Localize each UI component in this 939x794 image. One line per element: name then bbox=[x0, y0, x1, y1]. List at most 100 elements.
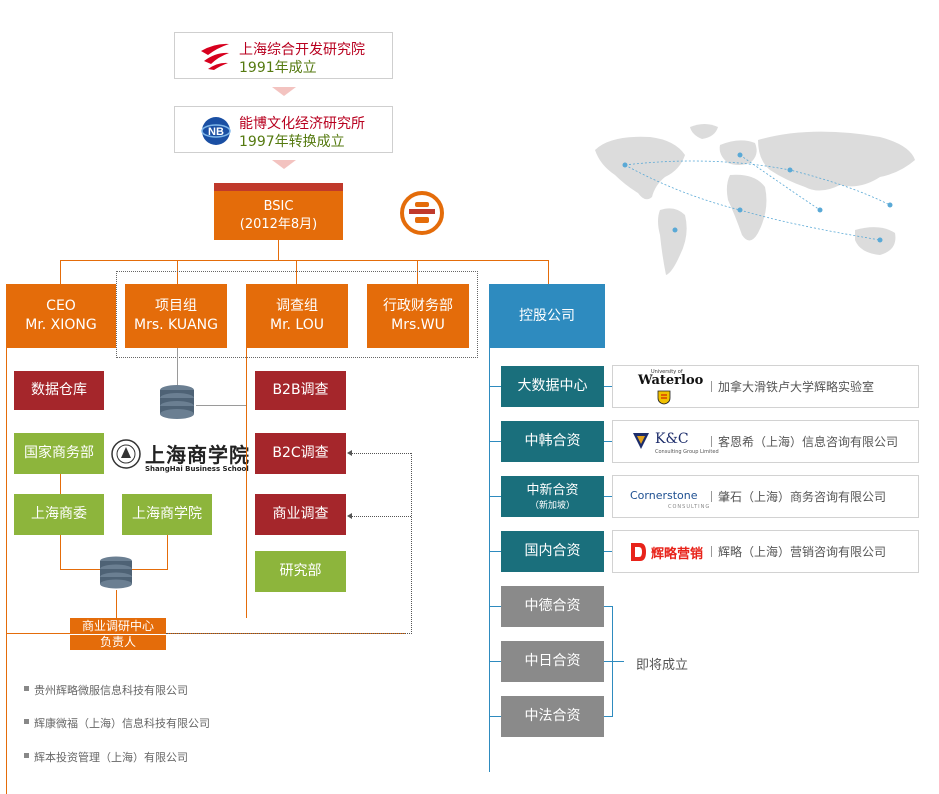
big-data-center-box: 大数据中心 bbox=[501, 366, 604, 407]
arrow-left-icon bbox=[347, 513, 352, 519]
dotted-connector bbox=[166, 633, 412, 634]
institute-name: 能博文化经济研究所 bbox=[239, 116, 365, 132]
swoosh-logo-icon bbox=[201, 43, 229, 70]
data-warehouse-box: 数据仓库 bbox=[14, 371, 104, 410]
connector-line bbox=[196, 405, 246, 406]
company-item: 辉本投资管理（上海）有限公司 bbox=[34, 751, 188, 764]
institute-name: 上海综合开发研究院 bbox=[239, 42, 365, 58]
national-commerce-box: 国家商务部 bbox=[14, 433, 104, 474]
box-label: 大数据中心 bbox=[517, 378, 588, 394]
connector-line bbox=[489, 441, 501, 442]
sh-commerce-commission-box: 上海商委 bbox=[14, 494, 104, 535]
institute-card-1997: NB 能博文化经济研究所 1997年转换成立 bbox=[174, 106, 393, 153]
pending-label: 即将成立 bbox=[636, 658, 689, 673]
chevron-down-icon bbox=[272, 87, 296, 96]
box-label: 负责人 bbox=[99, 635, 136, 649]
company-item: 贵州辉略微服信息科技有限公司 bbox=[34, 684, 188, 697]
research-center-box: 商业调研中心 bbox=[70, 618, 166, 634]
institute-year: 1997年转换成立 bbox=[239, 134, 345, 150]
connector-line bbox=[604, 551, 612, 552]
box-sublabel: （新加坡） bbox=[529, 500, 575, 511]
dept-person: Mrs. KUANG bbox=[134, 317, 218, 333]
connector-line bbox=[60, 535, 61, 569]
connector-line bbox=[489, 716, 501, 717]
connector-line bbox=[604, 606, 612, 607]
dept-title: 调查组 bbox=[276, 298, 318, 314]
connector-line bbox=[604, 661, 624, 662]
separator bbox=[711, 491, 712, 502]
holding-company-box: 控股公司 bbox=[489, 284, 605, 348]
project-group-box: 项目组 Mrs. KUANG bbox=[125, 284, 227, 348]
box-label: 上海商学院 bbox=[132, 506, 202, 522]
database-icon bbox=[100, 556, 132, 589]
survey-b2b-box: B2B调查 bbox=[255, 371, 346, 410]
connector-line bbox=[296, 260, 297, 284]
sino-singapore-jv-box: 中新合资 （新加坡） bbox=[501, 476, 604, 517]
dept-title: 控股公司 bbox=[519, 307, 575, 324]
box-label: 上海商委 bbox=[31, 506, 87, 522]
bullet-icon bbox=[24, 753, 29, 758]
kc-logo-icon bbox=[633, 433, 649, 449]
box-label: 国家商务部 bbox=[24, 445, 94, 461]
box-label: 研究部 bbox=[279, 563, 322, 579]
bsic-box: BSIC (2012年8月) bbox=[214, 191, 343, 240]
school-logo-en: ShangHai Business School bbox=[145, 465, 249, 473]
dept-person: Mr. LOU bbox=[269, 317, 325, 333]
arrow-left-icon bbox=[347, 450, 352, 456]
leader-box: 负责人 bbox=[70, 634, 166, 650]
connector-line bbox=[167, 535, 168, 569]
dotted-connector bbox=[411, 453, 412, 634]
separator bbox=[711, 381, 712, 392]
sh-business-school-box: 上海商学院 bbox=[122, 494, 212, 535]
box-label: 商业调研中心 bbox=[81, 619, 154, 633]
sino-korean-jv-box: 中韩合资 bbox=[501, 421, 604, 462]
partner-logo: K&C bbox=[655, 431, 689, 447]
partner-card-huilue: 辉略营销 辉略（上海）营销咨询有限公司 bbox=[612, 530, 919, 573]
bsic-date: (2012年8月) bbox=[239, 216, 318, 232]
sino-german-jv-box: 中德合资 bbox=[501, 586, 604, 627]
partner-logo-small: Consulting Group Limited bbox=[655, 449, 719, 455]
sino-japanese-jv-box: 中日合资 bbox=[501, 641, 604, 682]
box-label: 国内合资 bbox=[524, 543, 581, 559]
partner-logo: Cornerstone bbox=[630, 489, 698, 502]
connector-line bbox=[417, 260, 418, 284]
partner-card-waterloo: University of Waterloo 加拿大滑铁卢大学辉略实验室 bbox=[612, 365, 919, 408]
connector-line bbox=[604, 441, 612, 442]
nb-globe-logo-icon: NB bbox=[201, 117, 231, 145]
survey-group-box: 调查组 Mr. LOU bbox=[246, 284, 348, 348]
bsic-top-band bbox=[214, 183, 343, 191]
connector-line bbox=[489, 551, 501, 552]
institute-card-1991: 上海综合开发研究院 1991年成立 bbox=[174, 32, 393, 79]
box-label: 中日合资 bbox=[524, 653, 581, 669]
box-label: 中韩合资 bbox=[524, 433, 581, 449]
connector-line bbox=[60, 474, 61, 494]
partner-name: 肇石（上海）商务咨询有限公司 bbox=[718, 490, 887, 504]
research-dept-box: 研究部 bbox=[255, 551, 346, 592]
business-survey-box: 商业调查 bbox=[255, 494, 346, 535]
crest-icon bbox=[657, 390, 671, 405]
connector-line bbox=[489, 348, 490, 772]
bsic-name: BSIC bbox=[263, 198, 294, 214]
admin-finance-box: 行政财务部 Mrs.WU bbox=[367, 284, 469, 348]
box-label: 中德合资 bbox=[524, 598, 581, 614]
dept-title: CEO bbox=[46, 298, 76, 314]
domestic-jv-box: 国内合资 bbox=[501, 531, 604, 572]
group-dotted-frame bbox=[116, 271, 478, 358]
box-label: 中新合资 bbox=[526, 482, 579, 498]
connector-line bbox=[489, 661, 501, 662]
connector-line bbox=[177, 348, 178, 386]
partner-logo-small: CONSULTING bbox=[668, 504, 711, 510]
connector-line bbox=[246, 348, 247, 618]
connector-line bbox=[489, 386, 501, 387]
box-label: B2B调查 bbox=[272, 382, 329, 398]
connector-line bbox=[489, 496, 501, 497]
dept-person: Mr. XIONG bbox=[25, 317, 97, 333]
connector-line bbox=[177, 260, 178, 284]
bsic-round-logo-icon bbox=[400, 191, 444, 235]
ceo-box: CEO Mr. XIONG bbox=[6, 284, 116, 348]
box-label: B2C调查 bbox=[272, 445, 329, 461]
sino-french-jv-box: 中法合资 bbox=[501, 696, 604, 737]
dept-title: 项目组 bbox=[155, 298, 197, 314]
partner-logo-small: University of bbox=[651, 369, 683, 375]
partner-logo: 辉略营销 bbox=[651, 547, 704, 562]
